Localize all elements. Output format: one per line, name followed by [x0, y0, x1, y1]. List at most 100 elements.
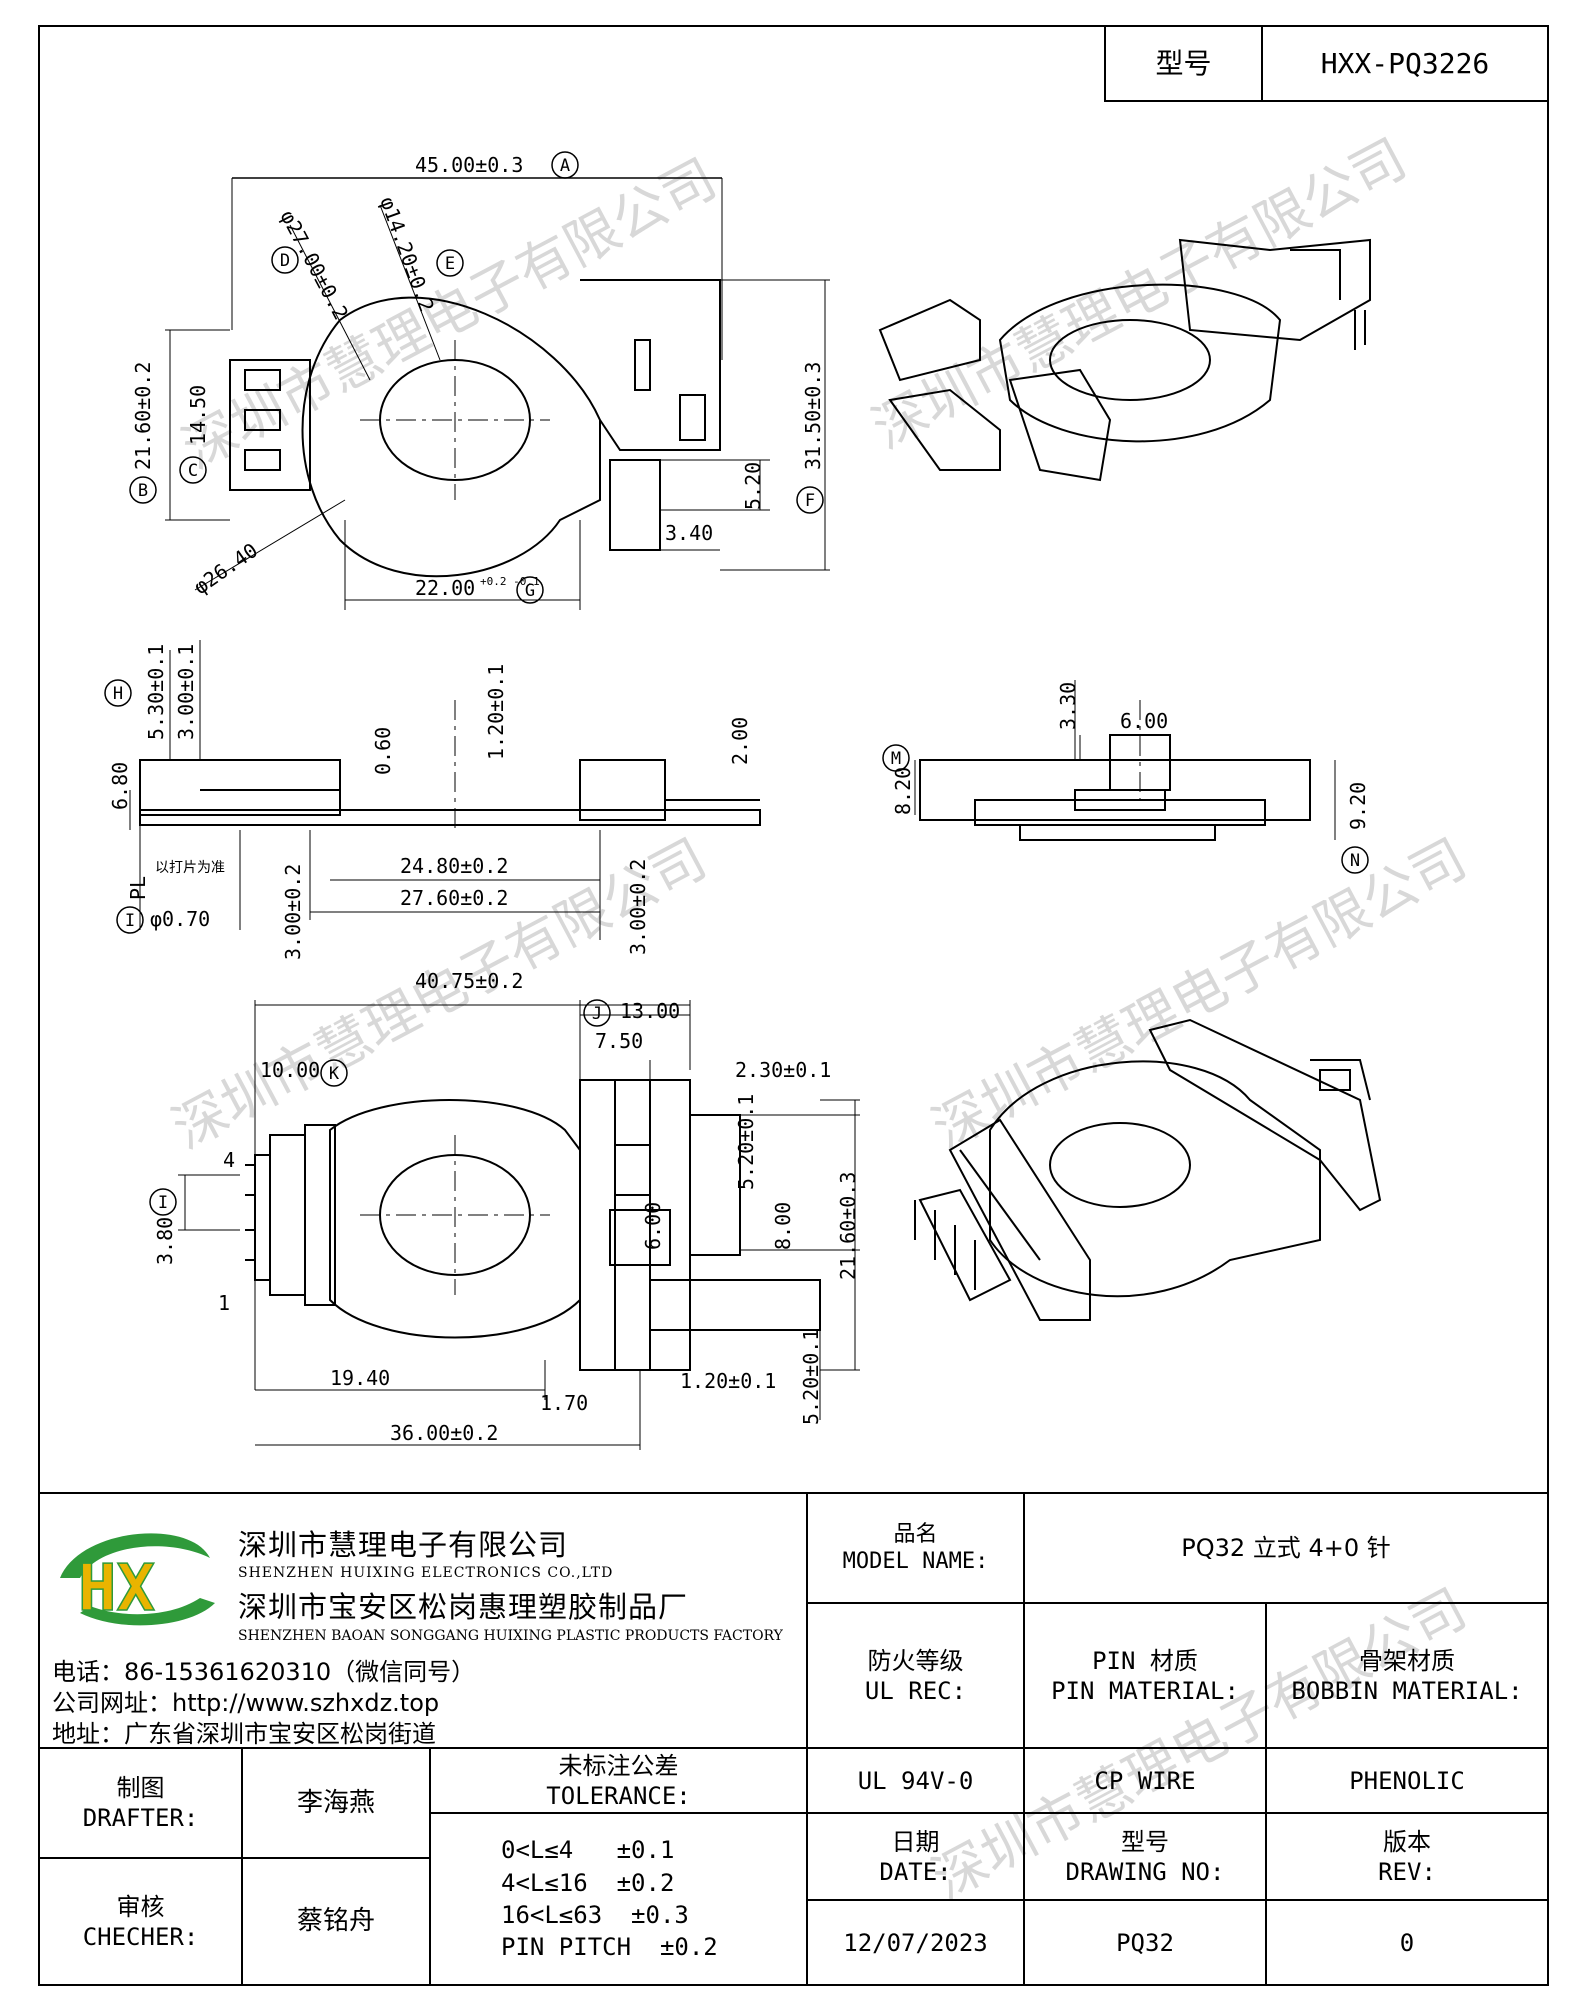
factory-name-en: SHENZHEN BAOAN SONGGANG HUIXING PLASTIC … [238, 1628, 783, 1644]
dim-top-width: 45.00±0.3 [415, 153, 523, 177]
dim-120b: 1.20±0.1 [680, 1369, 776, 1393]
side-view [129, 640, 761, 940]
tolerance-label-cell: 未标注公差 TOLERANCE: [429, 1747, 808, 1814]
rev-cn: 版本 [1383, 1827, 1431, 1856]
svg-text:H: H [113, 684, 123, 704]
tolerance-line-1: 0<L≤4 ±0.1 [501, 1836, 675, 1865]
titleblock-top-line [38, 1492, 1549, 1494]
svg-text:D: D [280, 251, 290, 271]
dim-1300: 13.00 [620, 999, 680, 1023]
dim-340: 3.40 [665, 521, 713, 545]
svg-text:B: B [138, 481, 148, 501]
dim-2480: 24.80±0.2 [400, 854, 508, 878]
dim-h21: 21.60±0.2 [131, 362, 155, 470]
iso-view-bottom [914, 1018, 1382, 1321]
ul-cn: 防火等级 [867, 1646, 964, 1675]
dim-200: 2.00 [728, 717, 752, 765]
dim-300c: 3.00±0.2 [626, 859, 650, 955]
drafter-cn: 制图 [116, 1774, 165, 1802]
company-website: 公司网址：http://www.szhxdz.top [52, 1689, 440, 1717]
date-value-cell: 12/07/2023 [806, 1899, 1025, 1986]
tolerance-cn: 未标注公差 [558, 1751, 679, 1780]
iso-view-top [878, 238, 1371, 482]
svg-text:M: M [891, 749, 901, 769]
ref-b: B [129, 476, 157, 504]
tolerance-values-cell: 0<L≤4 ±0.1 4<L≤16 ±0.2 16<L≤63 ±0.3 PIN … [429, 1812, 808, 1986]
dim-h530: 5.30±0.1 [144, 644, 168, 740]
date-en: DATE: [879, 1857, 952, 1886]
dim-pl-note: 以打片为准 [155, 859, 225, 876]
ref-e: E [436, 249, 464, 277]
ul-value: UL 94V-0 [857, 1766, 974, 1795]
bottom-view [178, 1000, 860, 1450]
drawing-no-label-cell: 型号 DRAWING NO: [1023, 1812, 1267, 1901]
tolerance-line-4: PIN PITCH ±0.2 [501, 1933, 718, 1962]
company-name-en: SHENZHEN HUIXING ELECTRONICS CO.,LTD [238, 1565, 614, 1581]
dim-750: 7.50 [595, 1029, 643, 1053]
dim-c14: 14.50 [186, 385, 210, 445]
type-value-cell: HXX-PQ3226 [1261, 25, 1549, 102]
ref-d: D [271, 246, 299, 274]
svg-text:N: N [1350, 851, 1360, 871]
dim-600b: 6.00 [641, 1202, 665, 1250]
dim-520: 5.20 [741, 462, 765, 510]
ul-value-cell: UL 94V-0 [806, 1747, 1025, 1814]
date-cn: 日期 [891, 1827, 940, 1856]
svg-text:I: I [125, 911, 135, 931]
model-name-value: PQ32 立式 4+0 针 [1181, 1534, 1391, 1562]
pin-value-cell: CP WIRE [1023, 1747, 1267, 1814]
checker-cn: 审核 [116, 1892, 165, 1921]
pin-material-cn: PIN 材质 [1092, 1646, 1198, 1675]
dim-920: 9.20 [1346, 782, 1370, 830]
svg-text:A: A [560, 156, 570, 176]
top-view [165, 177, 830, 610]
dim-300b: 3.00±0.2 [281, 864, 305, 960]
tolerance-en: TOLERANCE: [546, 1781, 691, 1810]
titleblock-divider [806, 1492, 808, 1749]
pin-4: 4 [223, 1148, 235, 1172]
ref-k: K [320, 1059, 348, 1087]
svg-text:C: C [188, 461, 198, 481]
drafter-en: DRAFTER: [82, 1804, 199, 1832]
dim-pl: PL [126, 876, 150, 900]
svg-text:I: I [158, 1193, 168, 1213]
bobbin-material-en: BOBBIN MATERIAL: [1291, 1676, 1523, 1705]
ref-l: I [149, 1188, 177, 1216]
ref-c: C [179, 456, 207, 484]
pin-1: 1 [218, 1291, 230, 1315]
dim-600: 6.00 [1120, 709, 1168, 733]
dim-170: 1.70 [540, 1391, 588, 1415]
drafter-value: 李海燕 [296, 1787, 375, 1818]
technical-drawing: 45.00±0.3 φ27.00±0.2 φ14.20±0.2 21.60±0.… [104, 151, 1382, 1450]
company-address: 地址：广东省深圳市宝安区松岗街道 [52, 1720, 436, 1748]
ul-label-cell: 防火等级 UL REC: [806, 1602, 1025, 1749]
drafter-label-cell: 制图 DRAFTER: [38, 1747, 243, 1859]
model-name-en: MODEL NAME: [842, 1549, 989, 1574]
company-name-cn: 深圳市慧理电子有限公司 [238, 1528, 569, 1562]
dim-680: 6.80 [108, 762, 132, 810]
rev-value-cell: 0 [1265, 1899, 1549, 1986]
dim-230: 2.30±0.1 [735, 1058, 831, 1082]
company-logo: HX [50, 1518, 220, 1636]
bobbin-material-label-cell: 骨架材质 BOBBIN MATERIAL: [1265, 1602, 1549, 1749]
dim-1000: 10.00 [260, 1058, 320, 1082]
rev-value: 0 [1399, 1928, 1415, 1957]
dim-060: 0.60 [371, 727, 395, 775]
model-name-label-cell: 品名 MODEL NAME: [806, 1492, 1025, 1604]
date-label-cell: 日期 DATE: [806, 1812, 1025, 1901]
checker-value: 蔡铭舟 [296, 1906, 375, 1937]
front-view [914, 680, 1336, 841]
checker-en: CHECHER: [82, 1922, 199, 1951]
model-name-cn: 品名 [893, 1521, 938, 1547]
company-phone: 电话：86-15361620310（微信同号） [52, 1658, 476, 1686]
pin-value: CP WIRE [1094, 1766, 1196, 1795]
drafter-value-cell: 李海燕 [241, 1747, 431, 1859]
tolerance-line-3: 16<L≤63 ±0.3 [501, 1901, 689, 1929]
ref-f: F [796, 486, 824, 514]
dim-3600: 36.00±0.2 [390, 1421, 498, 1445]
model-name-value-cell: PQ32 立式 4+0 针 [1023, 1492, 1549, 1604]
dim-1940: 19.40 [330, 1366, 390, 1390]
ref-i: I [116, 906, 144, 934]
pin-material-label-cell: PIN 材质 PIN MATERIAL: [1023, 1602, 1267, 1749]
factory-name-cn: 深圳市宝安区松岗惠理塑胶制品厂 [238, 1590, 689, 1624]
